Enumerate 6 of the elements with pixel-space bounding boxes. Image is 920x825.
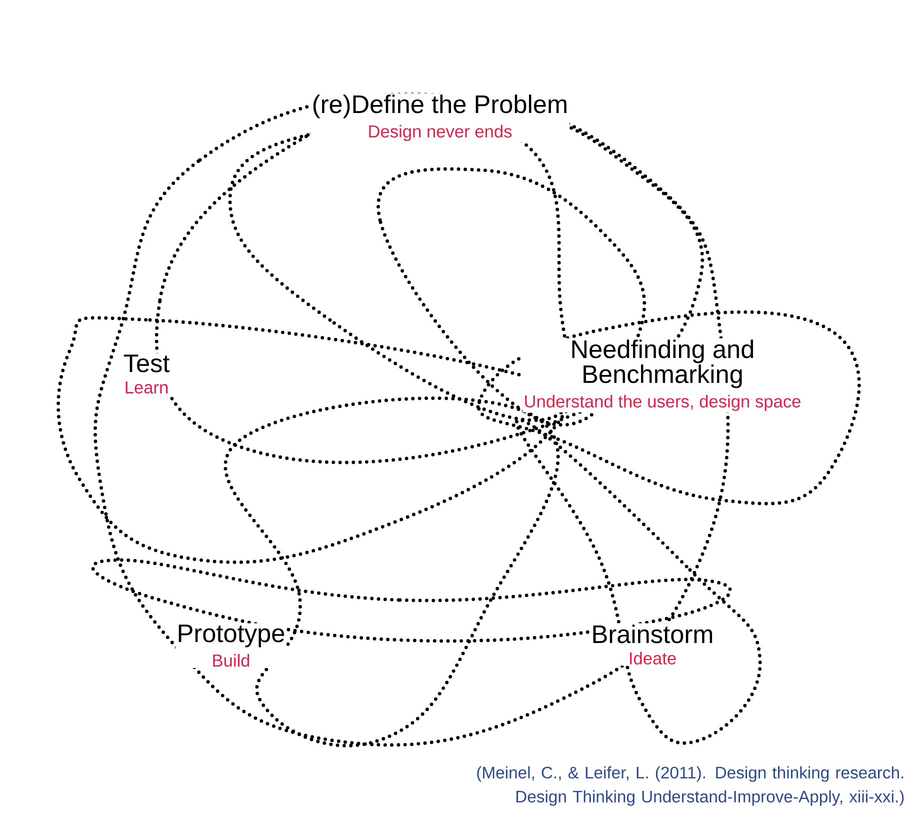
- stage-label: Test Learn: [122, 353, 172, 395]
- stage-label: (re)Define the Problem Design never ends: [310, 93, 570, 142]
- stage-label: Prototype Build: [175, 623, 287, 668]
- stage-label: Brainstorm Ideate: [590, 623, 716, 666]
- caption: (Meinel, C., & Leifer, L. (2011). Design thinking research. Design Thinking Understand-Improve-Apply, xiii-xxi.): [477, 766, 904, 806]
- stage-label: Needfinding and Benchmarking Understand the users, design space: [522, 338, 803, 412]
